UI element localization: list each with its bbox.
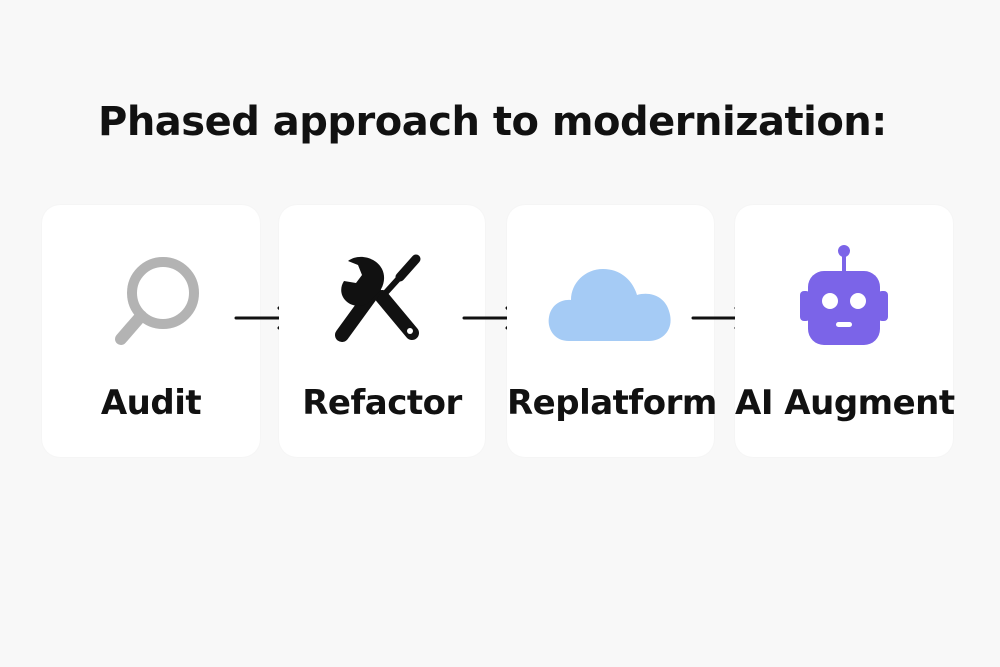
cloud-icon [541, 245, 681, 355]
step-card-ai-augment: AI Augment [735, 205, 955, 457]
robot-icon [774, 245, 914, 355]
wrench-screwdriver-icon [312, 245, 452, 355]
step-label-refactor: Refactor [302, 383, 462, 423]
step-card-audit: Audit [42, 205, 260, 457]
step-card-replatform: Replatform [507, 205, 717, 457]
magnifying-glass-icon [81, 245, 221, 355]
page-title: Phased approach to modernization: [98, 99, 887, 145]
step-label-audit: Audit [100, 383, 202, 423]
step-label-replatform: Replatform [507, 383, 717, 423]
step-label-ai-augment: AI Augment [735, 383, 955, 423]
step-card-refactor: Refactor [279, 205, 485, 457]
